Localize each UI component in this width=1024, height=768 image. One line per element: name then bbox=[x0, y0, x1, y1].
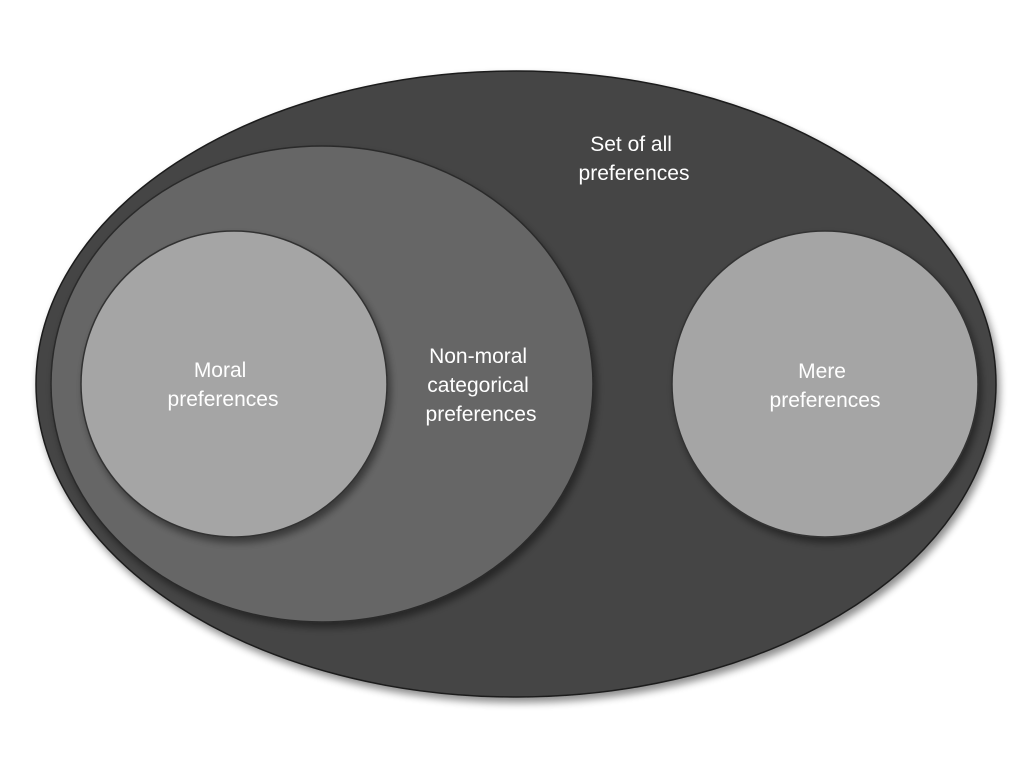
mere-preferences-circle bbox=[671, 230, 979, 538]
mere-preferences-label: Mere preferences bbox=[770, 360, 881, 412]
moral-preferences-label: Moral preferences bbox=[168, 359, 279, 411]
moral-preferences-circle bbox=[80, 230, 388, 538]
non-moral-categorical-preferences-label: Non-moral categorical preferences bbox=[426, 345, 537, 426]
set-of-all-preferences-label: Set of all preferences bbox=[579, 133, 690, 185]
